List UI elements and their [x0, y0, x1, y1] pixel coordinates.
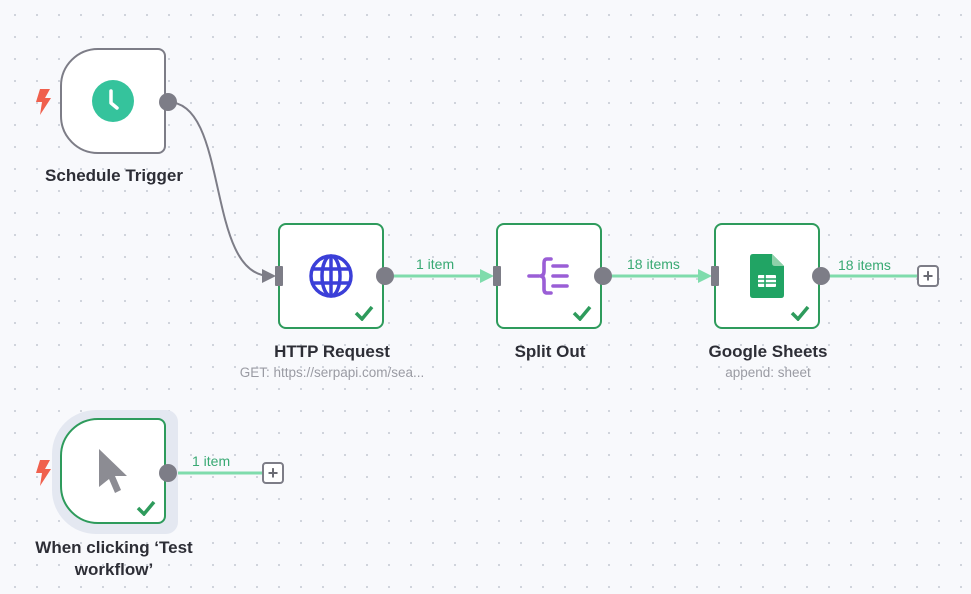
- node-http-request[interactable]: [278, 223, 384, 329]
- success-check-icon: [354, 305, 374, 321]
- cursor-icon: [99, 449, 127, 493]
- input-handle[interactable]: [493, 266, 501, 286]
- google-sheets-icon: [750, 254, 784, 298]
- trigger-bolt-icon: [36, 89, 51, 115]
- input-handle[interactable]: [275, 266, 283, 286]
- success-check-icon: [136, 500, 156, 516]
- globe-icon: [309, 254, 353, 298]
- output-handle[interactable]: [376, 267, 394, 285]
- arrowhead-icon: [480, 269, 494, 283]
- node-subtitle: append: sheet: [725, 365, 811, 380]
- node-label-line1: When clicking ‘Test: [35, 538, 193, 557]
- connection-schedule-to-http: [167, 101, 271, 277]
- node-subtitle: GET: https://serpapi.com/sea...: [239, 365, 425, 380]
- split-out-icon: [527, 257, 569, 295]
- node-label-line2: workflow’: [74, 560, 154, 579]
- arrowhead-icon: [698, 269, 712, 283]
- clock-icon: [92, 80, 134, 122]
- output-handle[interactable]: [159, 464, 177, 482]
- edge-item-count: 18 items: [838, 257, 891, 273]
- node-google-sheets[interactable]: [714, 223, 820, 329]
- output-handle[interactable]: [594, 267, 612, 285]
- output-handle[interactable]: [812, 267, 830, 285]
- add-node-button[interactable]: +: [262, 462, 284, 484]
- trigger-bolt-icon: [36, 460, 51, 486]
- node-manual-trigger[interactable]: [60, 418, 166, 524]
- input-handle[interactable]: [711, 266, 719, 286]
- node-label: Google Sheets: [708, 342, 828, 361]
- node-label: HTTP Request: [274, 342, 390, 361]
- edge-item-count: 1 item: [416, 256, 455, 272]
- edge-item-count: 18 items: [627, 256, 680, 272]
- node-label: Schedule Trigger: [45, 166, 183, 185]
- node-label: Split Out: [514, 342, 586, 361]
- output-handle[interactable]: [159, 93, 177, 111]
- node-schedule-trigger[interactable]: [60, 48, 166, 154]
- success-check-icon: [572, 305, 592, 321]
- node-split-out[interactable]: [496, 223, 602, 329]
- edge-item-count: 1 item: [192, 453, 231, 469]
- arrowhead-icon: [262, 269, 276, 283]
- success-check-icon: [790, 305, 810, 321]
- add-node-button[interactable]: +: [917, 265, 939, 287]
